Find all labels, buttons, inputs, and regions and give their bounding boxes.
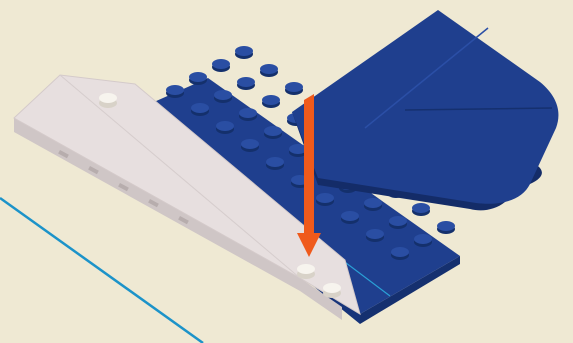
stud-icon xyxy=(264,126,282,139)
stud-icon xyxy=(237,77,255,90)
stud-icon xyxy=(235,46,253,59)
stud-icon xyxy=(437,221,455,234)
stud-icon xyxy=(262,95,280,108)
stud-icon xyxy=(216,121,234,134)
stud-icon xyxy=(260,64,278,77)
stud-icon xyxy=(414,234,432,247)
stud-icon xyxy=(189,72,207,85)
stud-icon xyxy=(212,59,230,72)
stud-icon xyxy=(99,93,117,108)
stud-icon xyxy=(214,90,232,103)
stud-icon xyxy=(266,157,284,170)
stud-icon xyxy=(391,247,409,260)
stud-icon xyxy=(191,103,209,116)
stud-icon xyxy=(241,139,259,152)
stud-icon xyxy=(239,108,257,121)
stud-icon xyxy=(166,85,184,98)
stud-icon xyxy=(297,264,315,279)
stud-icon xyxy=(364,198,382,211)
stud-icon xyxy=(316,193,334,206)
stud-icon xyxy=(412,203,430,216)
stud-icon xyxy=(341,211,359,224)
arrow-shaft xyxy=(304,103,314,235)
stud-icon xyxy=(285,82,303,95)
stud-icon xyxy=(323,283,341,298)
stud-icon xyxy=(366,229,384,242)
stud-icon xyxy=(389,216,407,229)
